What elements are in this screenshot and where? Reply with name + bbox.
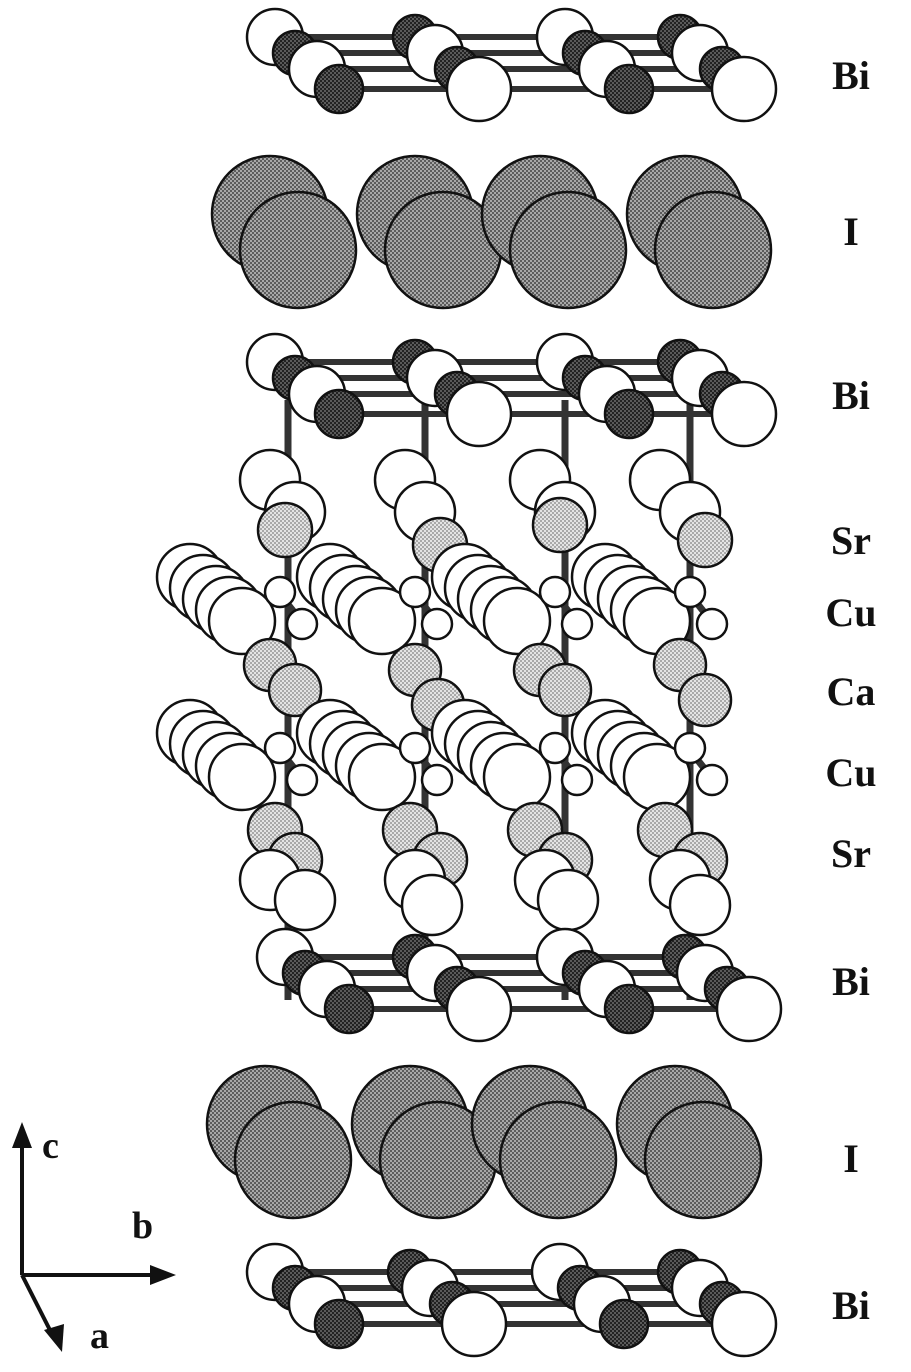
cu-layer-1-oxygen-2-4 [482,586,552,656]
sr-oxygen-lower-1 [273,868,337,932]
a-axis-label: a [90,1315,109,1357]
bi-layer-1-atom-3-3 [710,55,778,123]
bi-layer-1-atom-3-1 [445,55,513,123]
layer-label-bi-3: Bi [832,959,870,1004]
sr-oxygen-lower-7 [668,873,732,937]
bi-layer-3-atom-3-3 [715,975,783,1043]
cu-layer-2-cu-back-2 [538,731,572,765]
cu-layer-2-cu-back-3 [673,731,707,765]
b-axis-arrowhead [150,1265,176,1285]
i-layer-1-atom-front-3 [653,190,773,310]
bi-layer-1-atom-3-0 [313,63,365,115]
cu-layer-2-oxygen-1-4 [347,742,417,812]
bi-layer-4-atom-3-2 [598,1298,650,1350]
bi-layer-4-atom-3-0 [313,1298,365,1350]
bi-layer-1-atom-3-2 [603,63,655,115]
bi-layer-3-atom-3-2 [603,983,655,1035]
atom-layer [155,7,783,1358]
layer-label-bi-4: Bi [832,1283,870,1328]
cu-layer-1-cu-back-1 [398,575,432,609]
cu-layer-1-cu-front-1 [420,607,454,641]
a-axis-arrowhead [44,1324,64,1352]
axis-indicator: c b a [12,1122,176,1357]
b-axis-label: b [132,1205,153,1247]
sr-atom-upper-0 [256,501,314,559]
c-axis-label: c [42,1125,59,1167]
sr-oxygen-lower-3 [400,873,464,937]
layer-label-ca: Ca [826,669,876,714]
cu-layer-1-cu-front-3 [695,607,729,641]
cu-layer-2-cu-front-3 [695,763,729,797]
bi-layer-2-atom-3-0 [313,388,365,440]
bi-layer-4-atom-3-3 [710,1290,778,1358]
bi-layer-3-atom-3-1 [445,975,513,1043]
layer-label-i-2: I [843,1136,859,1181]
ca-atom-5 [537,662,593,718]
cu-layer-1-cu-front-2 [560,607,594,641]
cu-layer-1-oxygen-0-4 [207,586,277,656]
layer-label-cu-1: Cu [825,590,877,635]
layer-label-cu-2: Cu [825,750,877,795]
bi-layer-4-atom-3-1 [440,1290,508,1358]
sr-atom-upper-3 [676,511,734,569]
bi-layer-2-atom-3-3 [710,380,778,448]
i-layer-2-atom-front-0 [233,1100,353,1220]
cu-layer-2-cu-front-2 [560,763,594,797]
layer-label-sr-1: Sr [831,518,871,563]
ca-atom-1 [267,662,323,718]
bi-layer-2-atom-3-2 [603,388,655,440]
layer-label-i-1: I [843,209,859,254]
cu-layer-2-cu-back-1 [398,731,432,765]
layer-label-bi-2: Bi [832,373,870,418]
ca-atom-7 [677,672,733,728]
i-layer-2-atom-front-3 [643,1100,763,1220]
c-axis-arrowhead [12,1122,32,1148]
bi-layer-3-atom-3-0 [323,983,375,1035]
i-layer-1-atom-front-2 [508,190,628,310]
cu-layer-1-cu-back-0 [263,575,297,609]
cu-layer-2-cu-back-0 [263,731,297,765]
layer-label-sr-2: Sr [831,831,871,876]
cu-layer-2-cu-front-1 [420,763,454,797]
cu-layer-1-cu-back-2 [538,575,572,609]
i-layer-1-atom-front-0 [238,190,358,310]
cu-layer-1-oxygen-1-4 [347,586,417,656]
cu-layer-2-oxygen-0-4 [207,742,277,812]
sr-oxygen-lower-5 [536,868,600,932]
cu-layer-2-cu-front-0 [285,763,319,797]
cu-layer-1-cu-front-0 [285,607,319,641]
layer-label-bi-1: Bi [832,53,870,98]
i-layer-2-atom-front-2 [498,1100,618,1220]
cu-layer-1-cu-back-3 [673,575,707,609]
sr-atom-upper-2 [531,496,589,554]
bi-layer-2-atom-3-1 [445,380,513,448]
